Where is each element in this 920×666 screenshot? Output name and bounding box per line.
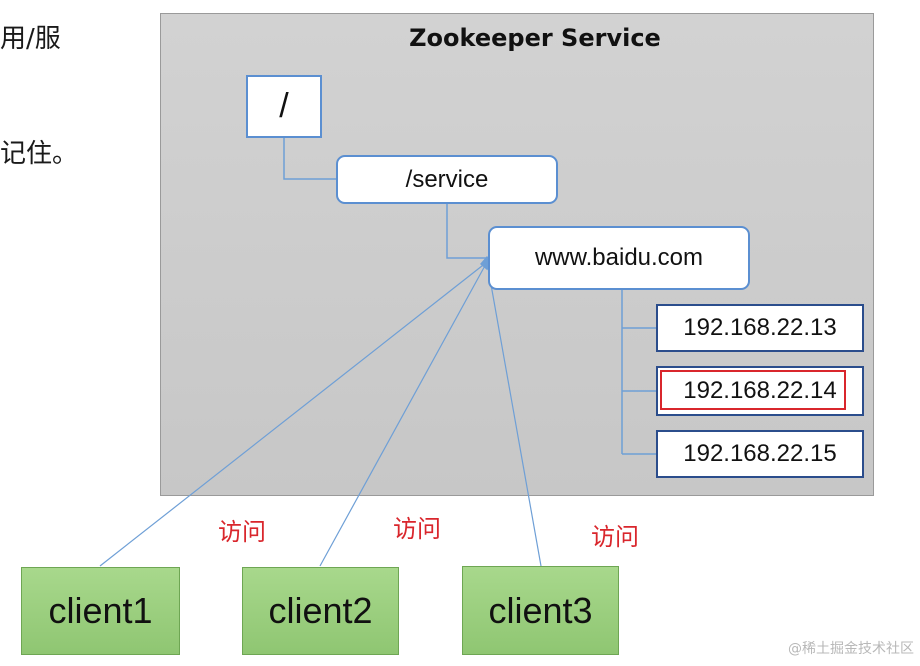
client1-access-line — [99, 261, 488, 567]
zookeeper-service-title: Zookeeper Service — [409, 24, 661, 52]
client2-access-line — [319, 261, 488, 567]
text-fragment-top: 用/服 — [0, 24, 61, 54]
server-node-1: 192.168.22.13 — [656, 304, 864, 352]
connector-root-service — [283, 138, 336, 180]
text-fragment-middle: 记住。 — [0, 139, 79, 169]
tree-node-domain: www.baidu.com — [488, 226, 750, 290]
watermark: @稀土掘金技术社区 — [788, 641, 914, 657]
client3-box: client3 — [462, 566, 619, 655]
client2-box: client2 — [242, 567, 399, 655]
tree-node-root: / — [246, 75, 322, 138]
client1-access-label: 访问 — [218, 518, 266, 546]
client3-access-line — [486, 261, 542, 567]
server-node-3: 192.168.22.15 — [656, 430, 864, 478]
server-node-2: 192.168.22.14 — [656, 366, 864, 416]
server-node-2-highlight — [660, 370, 846, 410]
tree-node-service: /service — [336, 155, 558, 204]
client1-box: client1 — [21, 567, 180, 655]
client3-access-label: 访问 — [591, 523, 639, 551]
client2-access-label: 访问 — [393, 515, 441, 543]
connector-service-domain — [446, 204, 490, 259]
